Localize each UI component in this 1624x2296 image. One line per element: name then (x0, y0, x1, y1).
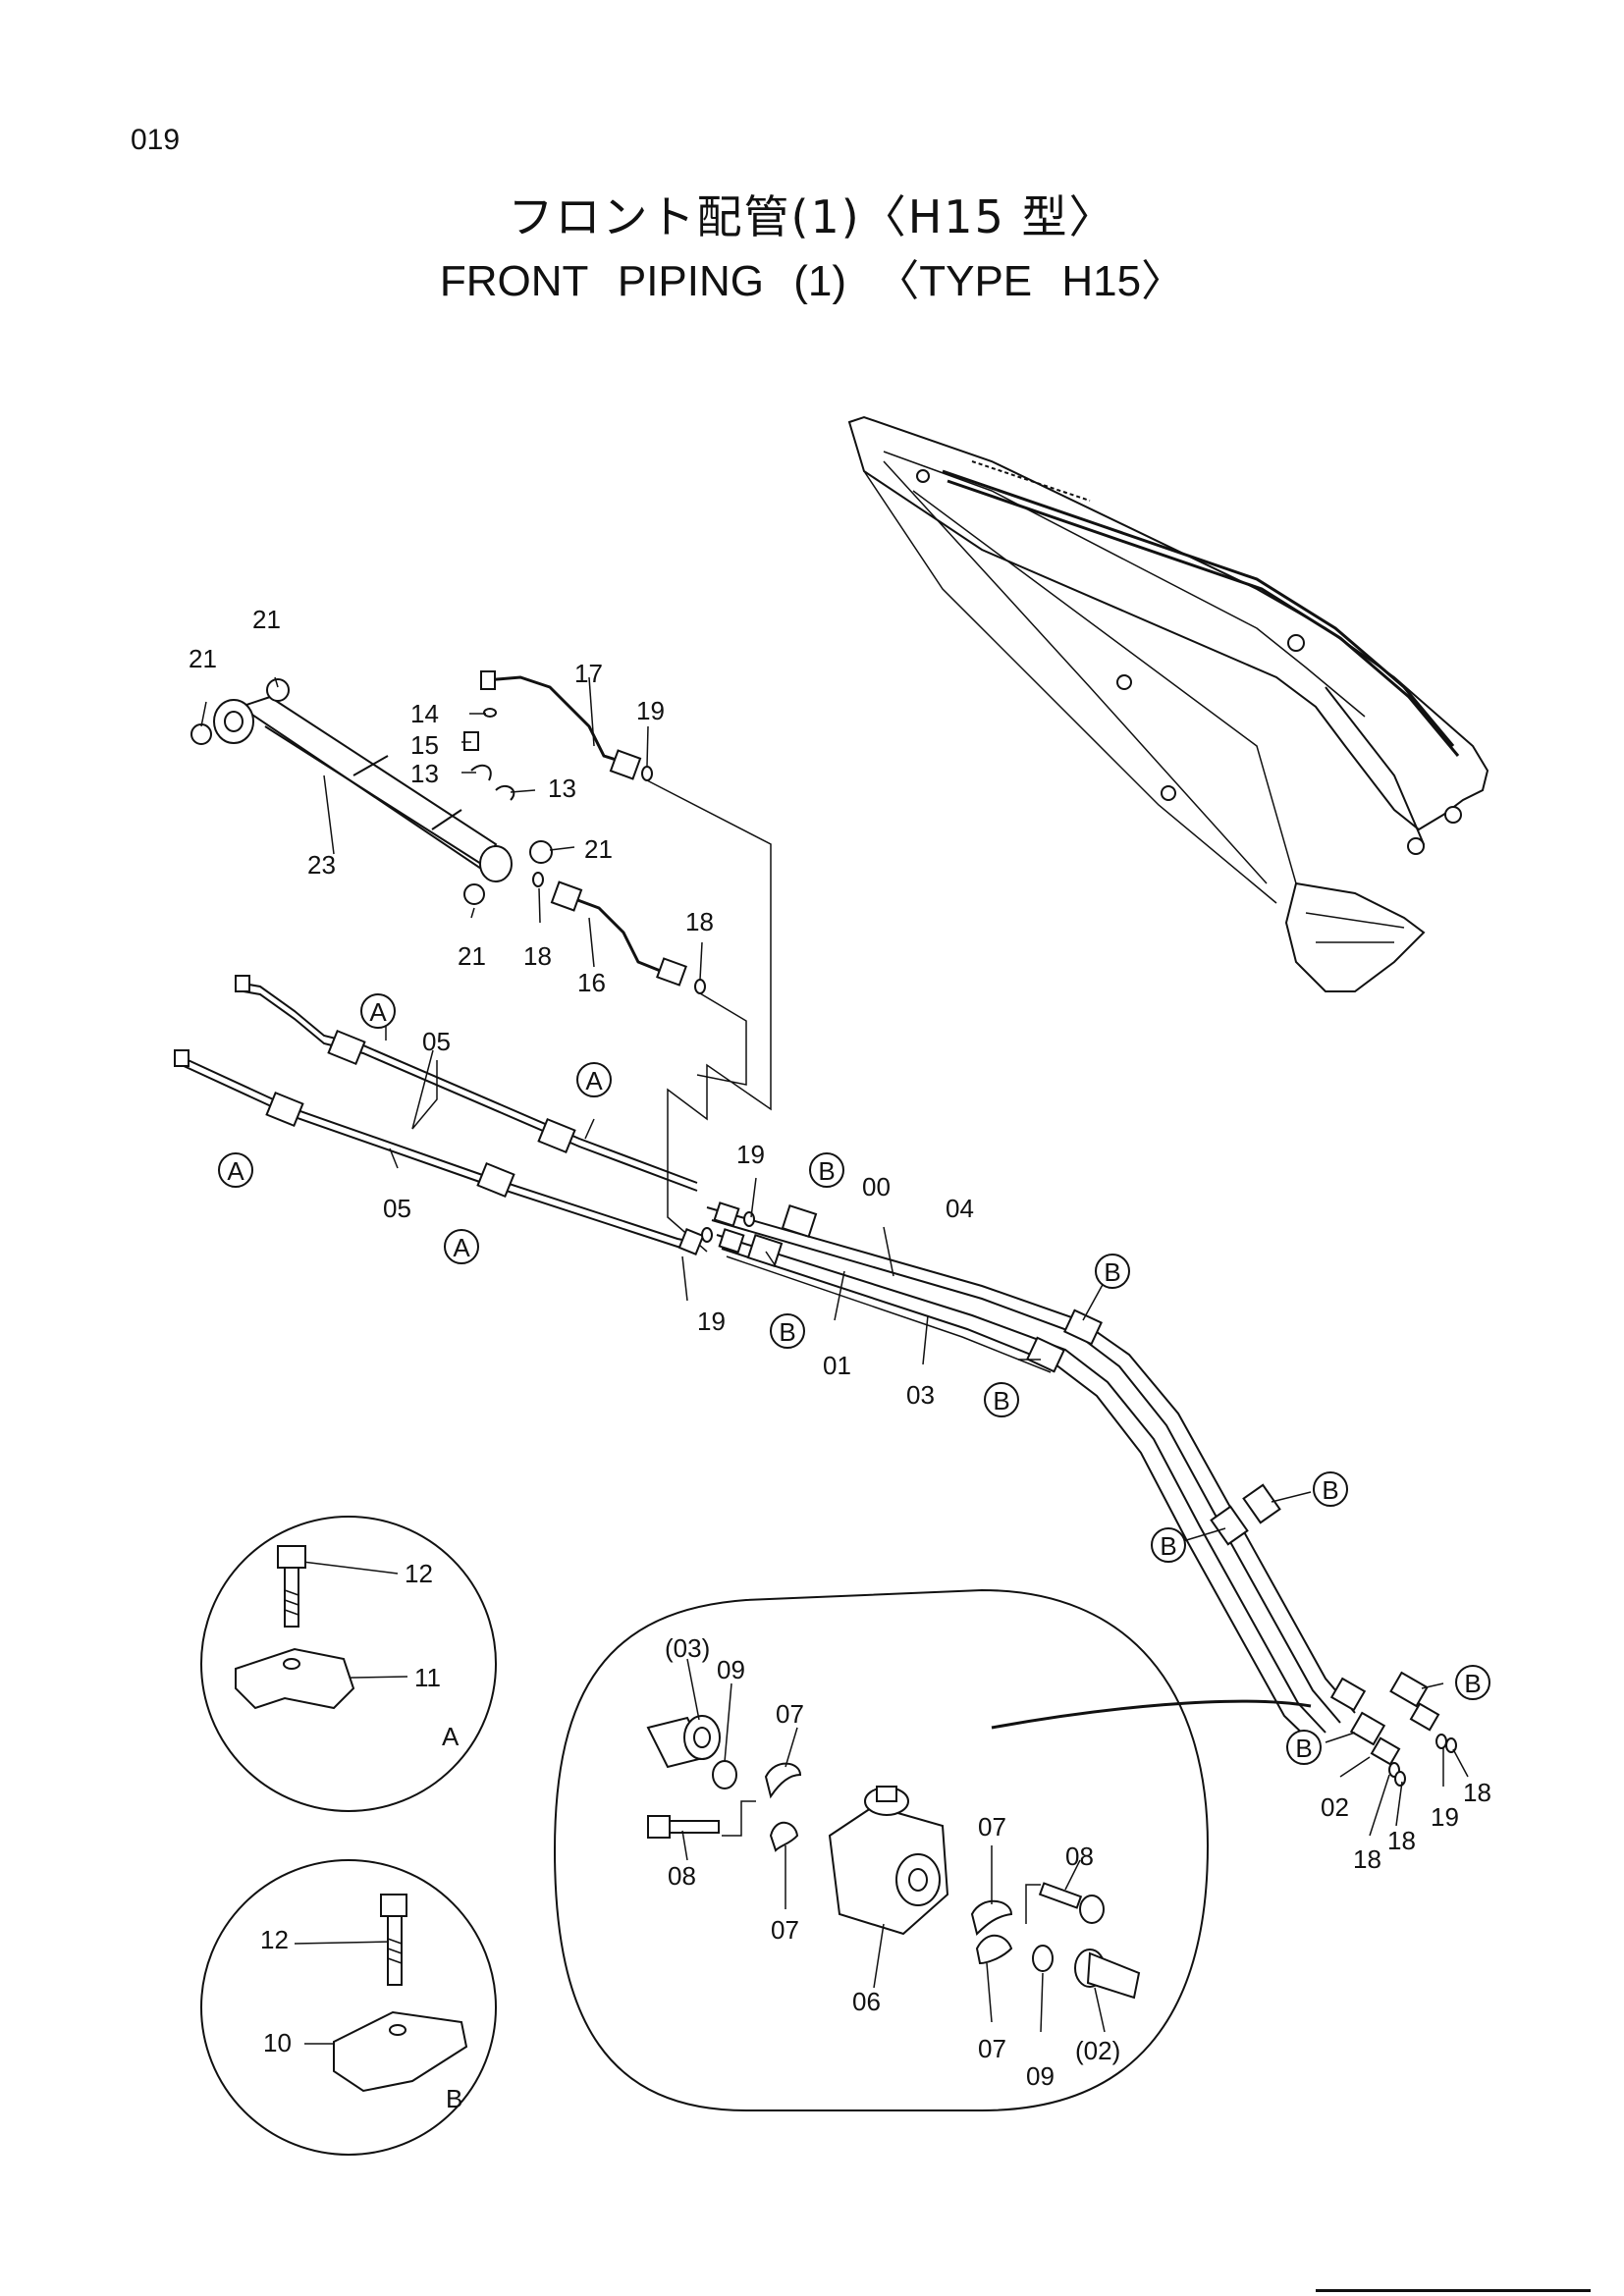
cylinder-assembly (190, 678, 553, 905)
page-number: 019 (131, 124, 181, 156)
label-21-d: 21 (458, 941, 486, 971)
small-hardware-13-14-15 (463, 708, 544, 887)
flange-detail: (03) 09 07 08 07 06 07 08 07 09 (02) (553, 1588, 1312, 2111)
label-03: 03 (906, 1380, 935, 1410)
callout-b-6: B (1160, 1531, 1176, 1561)
title-japanese: フロント配管(1)〈H15 型〉 (508, 190, 1116, 243)
label-05-a: 05 (422, 1027, 451, 1056)
flange-label-07-d: 07 (978, 2034, 1006, 2063)
label-19-d: 19 (1431, 1802, 1459, 1832)
label-18-c: 18 (1353, 1844, 1381, 1874)
flange-label-09-a: 09 (717, 1655, 745, 1684)
callout-b-5: B (1322, 1475, 1338, 1505)
connector-lines (646, 779, 772, 1253)
callout-b-2: B (779, 1317, 795, 1347)
detail-a-letter: A (442, 1722, 460, 1751)
label-13-b: 13 (548, 774, 576, 803)
label-05-b: 05 (383, 1194, 411, 1223)
label-21-a: 21 (252, 605, 281, 634)
flange-label-03-ref: (03) (665, 1633, 710, 1663)
flange-label-06: 06 (852, 1987, 881, 2016)
flange-label-08-a: 08 (668, 1861, 696, 1891)
label-18-d: 18 (1387, 1826, 1416, 1855)
callouts: A A A A B B B B B B B B (218, 993, 1490, 1765)
pipe-05-lower (174, 1049, 705, 1255)
label-21-c: 21 (584, 834, 613, 864)
label-02: 02 (1321, 1792, 1349, 1822)
label-15: 15 (410, 730, 439, 760)
detail-b-letter: B (446, 2084, 462, 2113)
callout-a-3: A (227, 1156, 244, 1186)
callout-a-1: A (369, 997, 387, 1027)
pipe-16 (550, 881, 706, 994)
label-18-a: 18 (523, 941, 552, 971)
callout-b-3: B (1104, 1257, 1120, 1287)
label-00: 00 (862, 1172, 891, 1201)
title-english: FRONT PIPING (1) 〈TYPE H15〉 (439, 257, 1185, 305)
label-18-e: 18 (1463, 1778, 1491, 1807)
label-17: 17 (574, 659, 603, 688)
callout-a-2: A (585, 1066, 603, 1095)
part-labels: 21 21 17 19 14 15 13 13 21 23 21 18 16 1… (189, 605, 1491, 1874)
footer-rule (1316, 2289, 1591, 2292)
boom-pipe-bundle (701, 1201, 1457, 1787)
flange-label-09-b: 09 (1026, 2061, 1055, 2091)
callout-b-8: B (1295, 1734, 1312, 1763)
label-21-b: 21 (189, 644, 217, 673)
boom-overview-illustration (847, 415, 1489, 992)
flange-label-07-b: 07 (771, 1915, 799, 1945)
callout-b-7: B (1464, 1669, 1481, 1698)
pipe-05-upper (235, 975, 698, 1192)
detail-b-label-12: 12 (260, 1925, 289, 1954)
label-14: 14 (410, 699, 439, 728)
label-01: 01 (823, 1351, 851, 1380)
flange-label-08-b: 08 (1065, 1842, 1094, 1871)
detail-b: 12 10 B (200, 1859, 497, 2156)
label-04: 04 (946, 1194, 974, 1223)
callout-b-1: B (818, 1156, 835, 1186)
detail-a-label-12: 12 (405, 1559, 433, 1588)
callout-a-4: A (453, 1233, 470, 1262)
pipe-17 (480, 670, 653, 781)
detail-a-label-11: 11 (414, 1663, 441, 1692)
label-19-c: 19 (697, 1307, 726, 1336)
flange-label-07-a: 07 (776, 1699, 804, 1729)
label-19-a: 19 (636, 696, 665, 725)
detail-a: 12 11 A (200, 1516, 497, 1812)
detail-b-label-10: 10 (263, 2028, 292, 2057)
flange-label-02-ref: (02) (1075, 2036, 1120, 2065)
label-16: 16 (577, 968, 606, 997)
flange-label-07-c: 07 (978, 1812, 1006, 1842)
label-18-b: 18 (685, 907, 714, 936)
label-19-b: 19 (736, 1140, 765, 1169)
callout-b-4: B (993, 1386, 1009, 1415)
label-23: 23 (307, 850, 336, 880)
label-13-a: 13 (410, 759, 439, 788)
